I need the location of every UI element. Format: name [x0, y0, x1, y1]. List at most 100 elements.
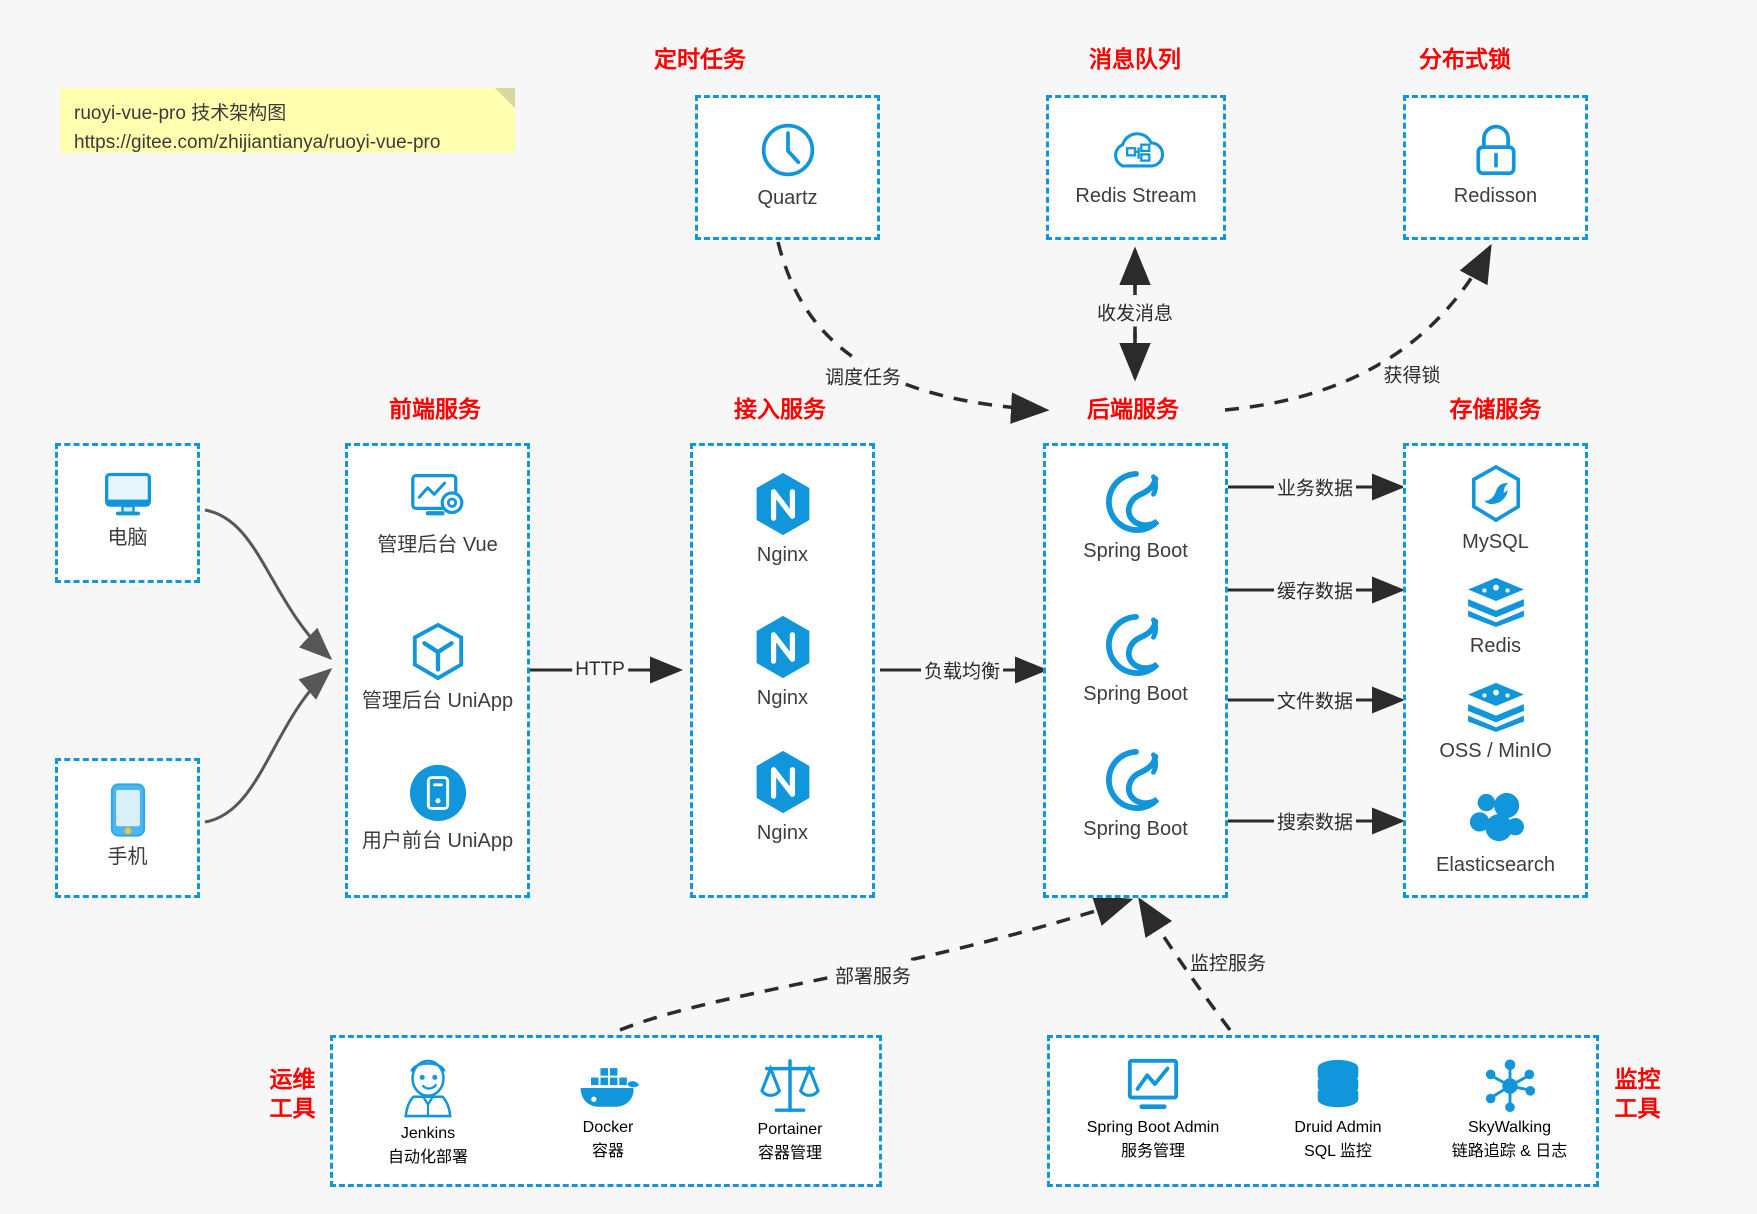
devops-item-label: Docker	[582, 1119, 634, 1136]
monitoring-item-sublabel: 服务管理	[1120, 1143, 1185, 1160]
monitoring-item-sba[interactable]: Spring Boot Admin 服务管理	[1058, 1056, 1248, 1161]
docker-icon	[575, 1068, 641, 1118]
monitoring-item-label: SkyWalking	[1468, 1119, 1551, 1136]
edge-label-message: 收发消息	[1093, 297, 1177, 327]
node-oss-minio[interactable]: OSS / MinIO	[1406, 681, 1585, 764]
spring-icon	[1046, 471, 1225, 533]
node-label: OSS / MinIO	[1439, 740, 1552, 762]
elasticsearch-icon	[1406, 791, 1585, 847]
group-box-gateway: Nginx Nginx Nginx	[690, 443, 875, 898]
group-title-scheduler: 定时任务	[654, 46, 746, 72]
group-box-monitoring: Spring Boot Admin 服务管理 Druid Admin SQL 监…	[1047, 1035, 1599, 1187]
padlock-icon	[1406, 120, 1585, 178]
client-box-phone: 手机	[55, 758, 200, 898]
node-label: Nginx	[756, 822, 809, 844]
node-spring-boot-1[interactable]: Spring Boot	[1046, 471, 1225, 564]
node-redis-stream[interactable]: Redis Stream	[1049, 122, 1223, 209]
devops-item-label: Portainer	[757, 1121, 823, 1138]
group-title-frontend: 前端服务	[389, 396, 481, 422]
group-box-devops: Jenkins 自动化部署 Docker 容器	[330, 1035, 882, 1187]
monitoring-item-sublabel: 链路追踪 & 日志	[1451, 1143, 1568, 1160]
monitor-chart-icon	[1123, 1058, 1183, 1118]
devops-item-portainer[interactable]: Portainer 容器管理	[705, 1056, 875, 1163]
node-admin-uniapp[interactable]: 管理后台 UniApp	[348, 621, 527, 714]
node-label: Nginx	[756, 544, 809, 566]
node-label: Quartz	[757, 187, 818, 209]
node-label: 用户前台 UniApp	[361, 830, 514, 852]
group-box-scheduler: Quartz	[695, 95, 880, 240]
node-label: Spring Boot	[1083, 540, 1188, 562]
spring-icon	[1046, 749, 1225, 811]
cube-icon	[348, 621, 527, 683]
node-elasticsearch[interactable]: Elasticsearch	[1406, 791, 1585, 878]
node-label: 管理后台 UniApp	[361, 690, 514, 712]
monitoring-item-label: Druid Admin	[1294, 1119, 1382, 1136]
cloud-stream-icon	[1049, 122, 1223, 178]
skywalking-icon	[1481, 1059, 1539, 1118]
node-label: Nginx	[756, 687, 809, 709]
note-line-1: ruoyi-vue-pro 技术架构图	[74, 103, 287, 124]
group-title-devops: 运维 工具	[269, 1066, 316, 1121]
node-label: Redis Stream	[1075, 185, 1197, 207]
nginx-icon	[693, 471, 872, 537]
edge-label-business-data: 业务数据	[1273, 472, 1357, 502]
node-nginx-1[interactable]: Nginx	[693, 471, 872, 568]
note-fold-corner	[495, 88, 515, 108]
node-label: 手机	[107, 846, 148, 868]
edge-label-cache-data: 缓存数据	[1273, 575, 1357, 605]
node-label: MySQL	[1462, 531, 1529, 553]
node-label: Spring Boot	[1083, 818, 1188, 840]
node-label: 管理后台 Vue	[377, 534, 498, 556]
node-user-uniapp[interactable]: 用户前台 UniApp	[348, 763, 527, 854]
monitoring-item-label: Spring Boot Admin	[1086, 1119, 1220, 1136]
devops-item-sublabel: 容器	[591, 1143, 624, 1160]
node-nginx-3[interactable]: Nginx	[693, 749, 872, 846]
group-box-mq: Redis Stream	[1046, 95, 1226, 240]
group-title-mq: 消息队列	[1089, 46, 1181, 72]
redis-icon	[1406, 681, 1585, 733]
node-spring-boot-2[interactable]: Spring Boot	[1046, 614, 1225, 707]
mobile-circle-icon	[348, 763, 527, 823]
node-redis[interactable]: Redis	[1406, 576, 1585, 659]
node-mysql[interactable]: MySQL	[1406, 464, 1585, 555]
monitoring-item-sublabel: SQL 监控	[1304, 1143, 1372, 1160]
group-box-frontend: 管理后台 Vue 管理后台 UniApp 用户前台 UniApp	[345, 443, 530, 898]
devops-item-docker[interactable]: Docker 容器	[523, 1060, 693, 1161]
node-spring-boot-3[interactable]: Spring Boot	[1046, 749, 1225, 842]
node-phone[interactable]: 手机	[58, 781, 197, 870]
edge-label-search-data: 搜索数据	[1273, 806, 1357, 836]
node-label: Spring Boot	[1083, 683, 1188, 705]
group-title-gateway: 接入服务	[734, 396, 826, 422]
devops-item-label: Jenkins	[400, 1125, 456, 1142]
group-title-lock: 分布式锁	[1419, 46, 1511, 72]
devops-item-jenkins[interactable]: Jenkins 自动化部署	[343, 1056, 513, 1167]
node-redisson[interactable]: Redisson	[1406, 120, 1585, 209]
monitoring-item-druid[interactable]: Druid Admin SQL 监控	[1258, 1058, 1418, 1161]
edge-label-schedule-task: 调度任务	[821, 361, 905, 391]
edge-label-load-balance: 负载均衡	[920, 655, 1004, 685]
nginx-icon	[693, 614, 872, 680]
mysql-icon	[1406, 464, 1585, 524]
jenkins-icon	[398, 1059, 458, 1124]
node-computer[interactable]: 电脑	[58, 468, 197, 551]
node-label: Redisson	[1453, 185, 1538, 207]
clock-icon	[698, 120, 877, 180]
group-title-monitoring: 监控 工具	[1614, 1066, 1661, 1121]
client-box-computer: 电脑	[55, 443, 200, 583]
node-quartz[interactable]: Quartz	[698, 120, 877, 211]
monitoring-item-skywalking[interactable]: SkyWalking 链路追踪 & 日志	[1422, 1058, 1597, 1161]
node-label: Redis	[1469, 635, 1522, 657]
dashboard-gear-icon	[348, 471, 527, 527]
edge-label-file-data: 文件数据	[1273, 685, 1357, 715]
group-box-backend: Spring Boot Spring Boot Spring Boot	[1043, 443, 1228, 898]
edge-label-deploy-service: 部署服务	[831, 960, 915, 990]
edge-label-acquire-lock: 获得锁	[1380, 359, 1444, 389]
edge-label-monitor-service: 监控服务	[1186, 947, 1270, 977]
note-line-2: https://gitee.com/zhijiantianya/ruoyi-vu…	[74, 131, 441, 153]
node-nginx-2[interactable]: Nginx	[693, 614, 872, 711]
group-title-backend: 后端服务	[1087, 396, 1179, 422]
nginx-icon	[693, 749, 872, 815]
group-title-storage: 存储服务	[1449, 396, 1542, 422]
node-admin-vue[interactable]: 管理后台 Vue	[348, 471, 527, 558]
